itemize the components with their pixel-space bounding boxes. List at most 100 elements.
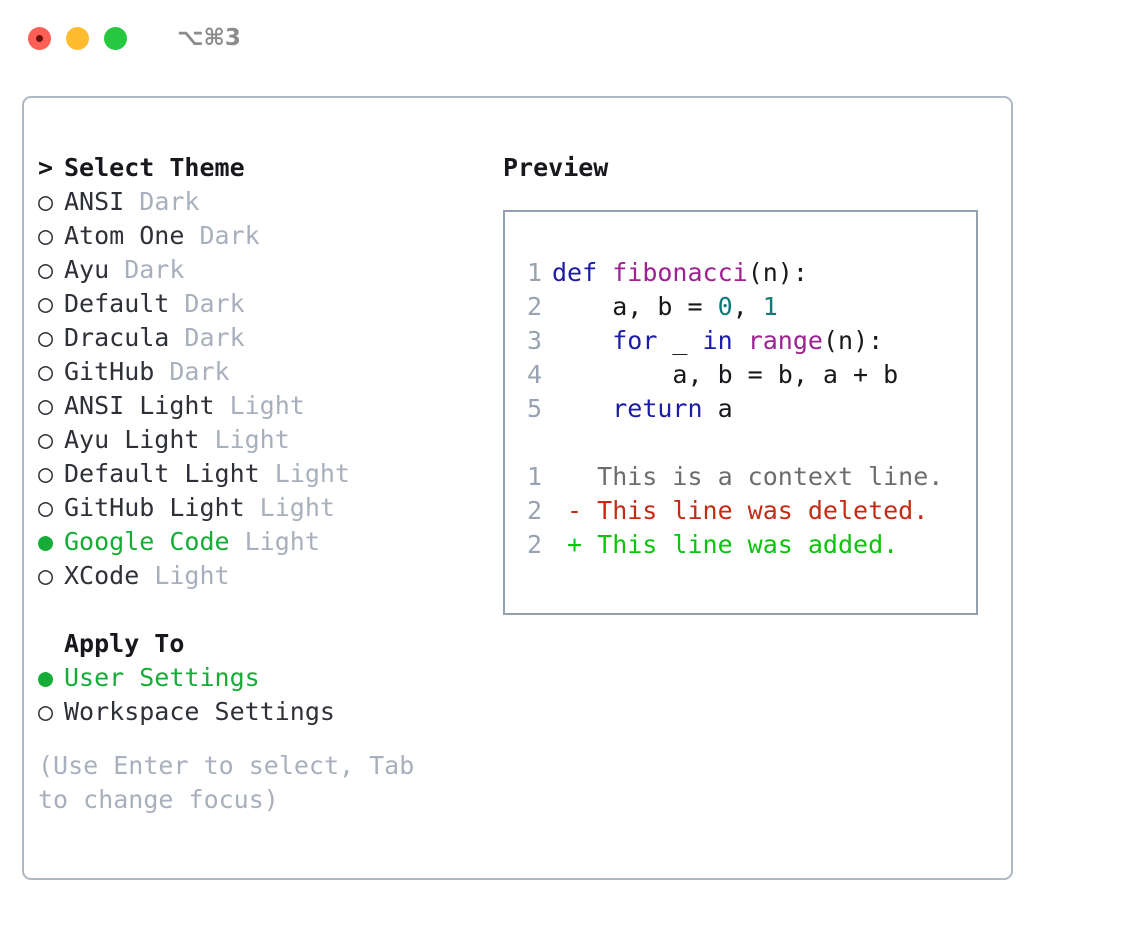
theme-list-item[interactable]: ○Default Dark [38,287,488,321]
apply-to-option-label: User Settings [64,663,260,692]
radio-selected-icon[interactable]: ● [38,527,54,556]
theme-kind-label: Light [199,425,290,454]
radio-unselected-icon[interactable]: ○ [38,187,54,216]
line-number: 1 [526,462,542,491]
radio-unselected-icon[interactable]: ○ [38,561,54,590]
code-token-pl: a, b = b, a + b [552,360,899,389]
theme-list-item[interactable]: ○ GitHub Light Light [38,491,488,525]
minimize-window-button[interactable] [66,26,89,50]
preview-title: Preview [503,153,609,182]
theme-name-label: Default Light [64,459,260,488]
close-window-button[interactable] [28,26,51,50]
theme-list-item[interactable]: ○ Dracula Dark [38,321,488,355]
radio-unselected-icon[interactable]: ○ [38,255,54,284]
line-number: 2 [526,530,542,559]
radio-unselected-icon[interactable]: ○ [38,323,54,352]
section-spacer [38,593,488,627]
theme-list-item[interactable]: ○ Ayu Dark [38,253,488,287]
theme-list-item[interactable]: ○ Default Light Light [38,457,488,491]
code-token-pl: a, b = [552,292,718,321]
theme-list-item[interactable]: ○XCode Light [38,559,488,593]
apply-to-option-label: Workspace Settings [64,697,335,726]
code-token-kw: for [612,326,658,355]
apply-to-heading: Apply To [38,627,488,661]
theme-name-label: Default [64,289,170,318]
theme-name-label: Google Code [64,527,230,556]
apply-to-heading-label: Apply To [64,629,185,658]
theme-name-label: Dracula [64,323,170,352]
theme-name-label: ANSI Light [64,391,215,420]
theme-kind-label: Dark [169,323,245,352]
code-token-kw: return [612,394,703,423]
theme-kind-label: Light [229,527,320,556]
theme-name-label: GitHub [64,357,155,386]
radio-unselected-icon[interactable]: ○ [38,221,54,250]
radio-unselected-icon[interactable]: ○ [38,357,54,386]
apply-to-option[interactable]: ○ Workspace Settings [38,695,488,729]
apply-to-options: ● User Settings ○ Workspace Settings [38,661,488,729]
line-number: 2 [526,496,542,525]
code-text: def fibonacci(n): [552,256,808,290]
code-text: return a [552,392,733,426]
diff-line: 1 This is a context line. [505,460,976,494]
code-line: 1 def fibonacci(n): [505,256,976,290]
code-line: 5 return a [505,392,976,426]
theme-list: ○ANSI Dark○Atom One Dark○Ayu Dark○Defaul… [38,185,488,593]
theme-name-label: Ayu [64,255,110,284]
apply-to-heading-marker [38,627,64,661]
diff-text-add: + This line was added. [552,530,899,559]
preview-gap [505,426,976,460]
keyboard-hint-text: (Use Enter to select, Tab to change focu… [38,751,430,814]
theme-name-label: XCode [64,561,140,590]
code-token-pl: (n): [747,258,808,287]
code-line: 4 a, b = b, a + b [505,358,976,392]
theme-kind-label: Light [259,459,350,488]
theme-kind-label: Light [244,493,335,522]
theme-kind-label: Dark [109,255,185,284]
radio-unselected-icon[interactable]: ○ [38,459,54,488]
theme-kind-label: Dark [154,357,230,386]
line-number: 2 [526,292,542,321]
radio-unselected-icon[interactable]: ○ [38,493,54,522]
code-line: 3 for _ in range(n): [505,324,976,358]
code-token-pl: a [702,394,733,423]
code-token-pl [733,326,748,355]
code-token-pl: (n): [822,326,884,355]
maximize-window-button[interactable] [104,26,127,50]
caret-icon: > [38,153,54,182]
diff-line: 2 - This line was deleted. [505,494,976,528]
code-token-fn: fibonacci [612,258,748,287]
theme-list-item[interactable]: ○ Atom One Dark [38,219,488,253]
code-token-num: 0 [717,292,733,321]
theme-name-label: Atom One [64,221,185,250]
radio-selected-icon[interactable]: ● [38,663,54,692]
diff-text-ctx: This is a context line. [552,462,944,491]
code-token-pl: , [732,292,763,321]
code-token-pl [597,258,612,287]
theme-kind-label: Dark [184,221,260,250]
code-token-num: 1 [762,292,778,321]
code-token-kw: in [702,326,733,355]
radio-unselected-icon[interactable]: ○ [38,289,54,318]
select-theme-heading-label: Select Theme [64,153,245,182]
theme-list-item[interactable]: ○ GitHub Dark [38,355,488,389]
theme-selection-column: > Select Theme ○ANSI Dark○Atom One Dark○… [38,151,488,817]
theme-list-item[interactable]: ● Google Code Light [38,525,488,559]
apply-to-option[interactable]: ● User Settings [38,661,488,695]
code-token-kw: def [552,258,598,287]
main-panel: > Select Theme ○ANSI Dark○Atom One Dark○… [22,96,1013,880]
radio-unselected-icon[interactable]: ○ [38,697,54,726]
radio-unselected-icon[interactable]: ○ [38,425,54,454]
theme-name-label: GitHub Light [64,493,245,522]
line-number: 5 [526,394,542,423]
theme-list-item[interactable]: ○ANSI Light Light [38,389,488,423]
theme-list-item[interactable]: ○ANSI Dark [38,185,488,219]
code-text: a, b = 0, 1 [552,290,778,324]
line-number: 1 [526,258,542,287]
line-number: 4 [526,360,542,389]
radio-unselected-icon[interactable]: ○ [38,391,54,420]
code-text: for _ in range(n): [552,324,883,358]
theme-list-item[interactable]: ○Ayu Light Light [38,423,488,457]
